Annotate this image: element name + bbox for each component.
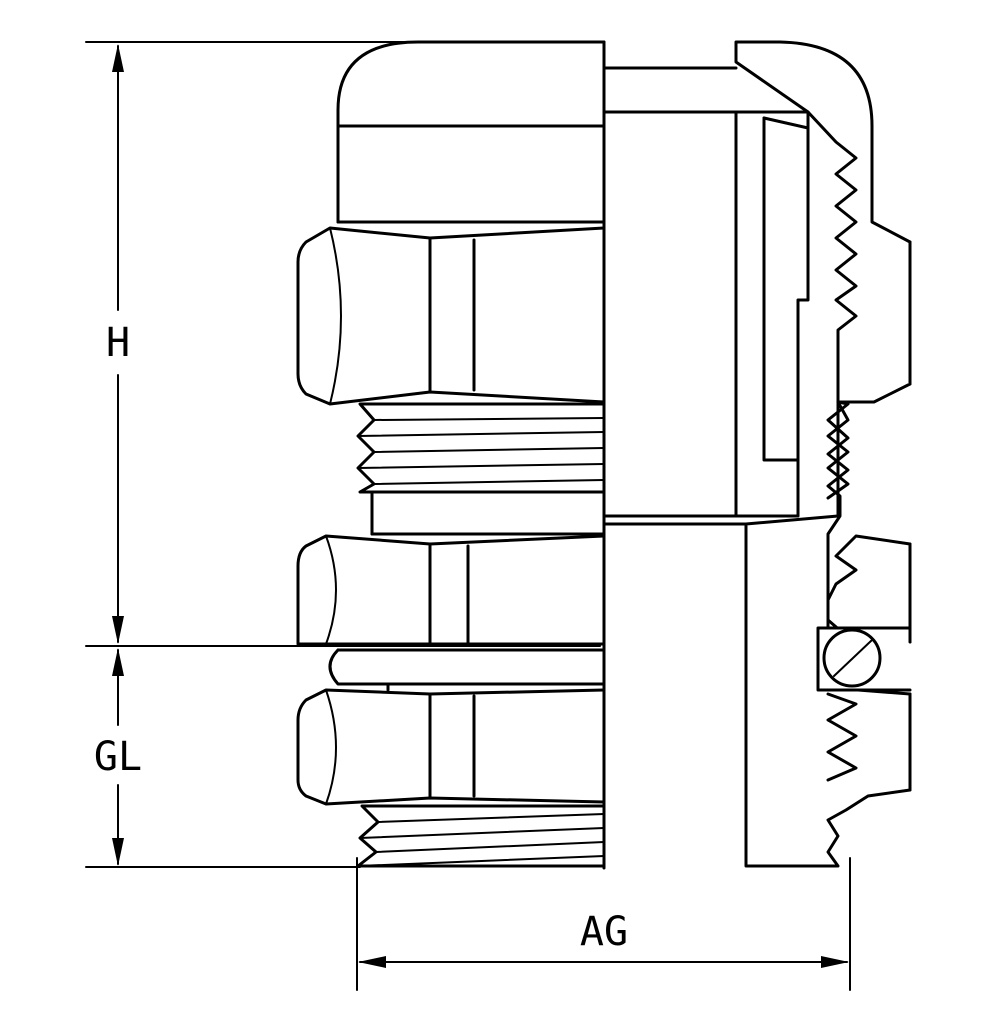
upper-hex-nut: [296, 226, 606, 406]
thread-dimension: [358, 956, 849, 968]
gland-length-label: GL: [94, 734, 142, 780]
entry-thread: [356, 804, 606, 868]
thread-label: AG: [580, 909, 628, 955]
height-dimension: [112, 44, 124, 644]
body-section: [744, 400, 912, 868]
o-ring-section: [816, 626, 912, 692]
seal-insert: [734, 110, 810, 518]
upper-thread: [356, 402, 606, 494]
exterior-view: [296, 40, 606, 870]
height-label: H: [106, 320, 130, 366]
dimension-lines: H GL AG: [85, 41, 851, 991]
lower-hex-nut: [296, 534, 606, 646]
o-ring: [328, 648, 606, 692]
neck: [370, 490, 606, 536]
cap-section: [734, 40, 912, 404]
section-view: [602, 40, 912, 868]
dome-cap: [336, 40, 606, 224]
body-hex: [296, 688, 606, 806]
gland-length-dimension: [112, 648, 124, 866]
